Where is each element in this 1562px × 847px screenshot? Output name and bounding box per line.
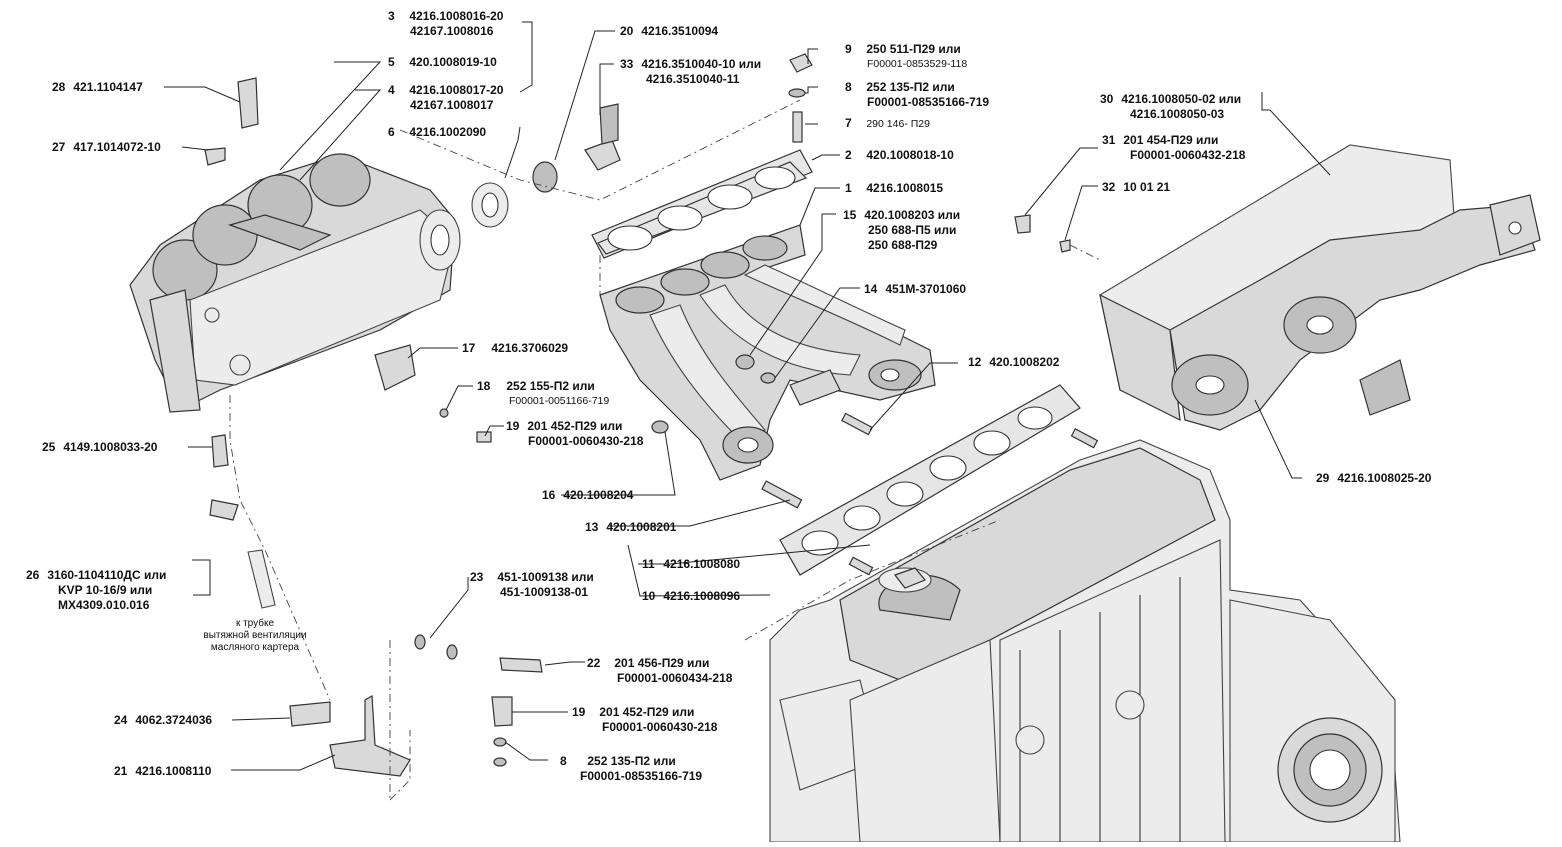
leader-lines	[164, 21, 1331, 771]
intake-manifold	[129, 153, 461, 413]
callout-10: 10 4216.1008096	[642, 589, 741, 603]
note-line-1: к трубке	[235, 618, 275, 629]
callout-24: 24 4062.3724036	[114, 713, 213, 727]
callout-12: 12 420.1008202	[968, 355, 1060, 369]
callout-21: 21 4216.1008110	[114, 764, 212, 778]
callout-32: 32 10 01 21	[1102, 180, 1171, 194]
callout-6: 6 4216.1002090	[388, 125, 487, 139]
callout-29: 29 4216.1008025-20	[1316, 471, 1432, 485]
callout-11: 11 4216.1008080	[642, 557, 741, 571]
callout-7: 7 290 146- П29	[845, 116, 930, 130]
callout-17: 17 4216.3706029	[462, 341, 569, 355]
callout-14: 14 451М-3701060	[864, 282, 967, 296]
gasket-upper	[591, 149, 813, 259]
intake-runners	[599, 224, 936, 481]
callout-25: 25 4149.1008033-20	[42, 440, 158, 454]
vent-tube-note: к трубке вытяжной вентиляции масляного к…	[185, 618, 325, 654]
callout-1: 1 4216.1008015	[845, 181, 944, 195]
note-line-2: вытяжной вентиляции	[203, 630, 307, 641]
exhaust-manifold	[1099, 144, 1541, 431]
gasket-lower	[779, 384, 1081, 576]
engine-block	[769, 439, 1401, 843]
note-line-3: масляного картера	[210, 642, 300, 653]
callout-16: 16 420.1008204	[542, 488, 634, 502]
assembly-dash-lines	[229, 99, 1101, 801]
callout-20: 20 4216.3510094	[620, 24, 719, 38]
callout-2: 2 420.1008018-10	[845, 148, 954, 162]
callout-27: 27 417.1014072-10	[52, 140, 161, 154]
callout-28: 28 421.1104147	[52, 80, 143, 94]
callout-5: 5 420.1008019-10	[388, 55, 497, 69]
callout-13: 13 420.1008201	[585, 520, 677, 534]
